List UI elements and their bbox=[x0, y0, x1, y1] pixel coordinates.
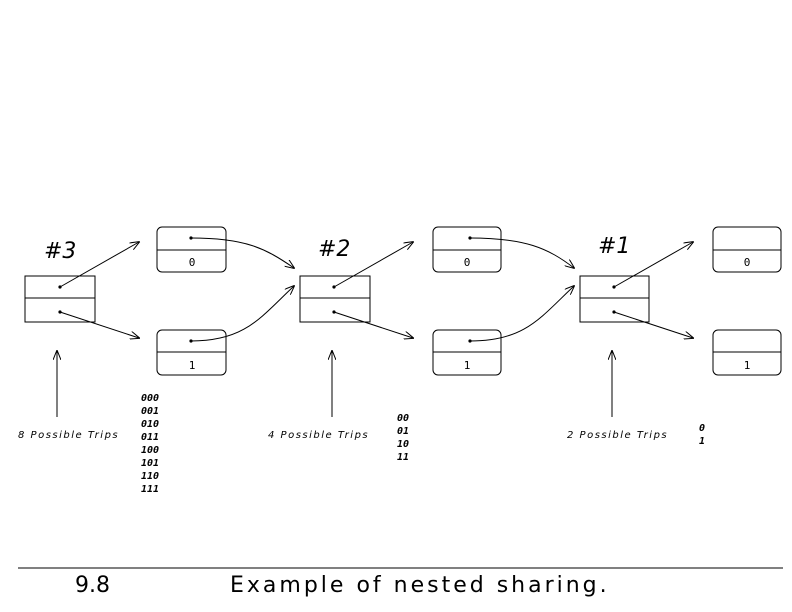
trip-code: 101 bbox=[141, 458, 159, 469]
footer: 9.8 Example of nested sharing. bbox=[18, 567, 783, 598]
top-node-2: 0 bbox=[432, 226, 502, 273]
source-box-2 bbox=[299, 275, 371, 323]
trip-code: 000 bbox=[141, 393, 159, 404]
arrow-to-top-2 bbox=[333, 242, 413, 288]
curve-bottom-to-1 bbox=[469, 286, 574, 342]
top-node-value-3: 0 bbox=[189, 256, 196, 269]
bottom-node-value-3: 1 bbox=[189, 359, 196, 372]
bottom-node-2: 1 bbox=[432, 329, 502, 376]
trip-code: 111 bbox=[141, 484, 159, 495]
trip-code: 01 bbox=[397, 426, 409, 437]
arrow-to-bottom-2 bbox=[333, 311, 413, 338]
arrow-to-top-1 bbox=[613, 242, 693, 288]
trip-codes-3: 000 001 010 011 100 101 110 111 bbox=[141, 393, 159, 495]
trip-code: 001 bbox=[141, 406, 159, 417]
trip-code: 110 bbox=[141, 471, 159, 482]
arrow-to-bottom-1 bbox=[613, 311, 693, 338]
trip-code: 10 bbox=[397, 439, 409, 450]
top-node-value-1: 0 bbox=[744, 256, 751, 269]
stage-marker-2: #2 bbox=[318, 237, 350, 262]
top-node-3: 0 bbox=[156, 226, 227, 273]
trip-code: 100 bbox=[141, 445, 159, 456]
trip-codes-2: 00 01 10 11 bbox=[397, 413, 409, 463]
trips-label-1: 2 Possible Trips bbox=[567, 430, 668, 441]
top-node-value-2: 0 bbox=[464, 256, 471, 269]
trip-code: 1 bbox=[699, 436, 705, 447]
stage-1: #1 0 1 2 Possible Trips 0 1 bbox=[567, 226, 782, 447]
trips-label-3: 8 Possible Trips bbox=[18, 430, 119, 441]
stage-3: #3 0 1 8 Possible Trips 000 001 bbox=[18, 226, 294, 495]
source-box-1 bbox=[579, 275, 650, 323]
figure-caption: Example of nested sharing. bbox=[230, 573, 610, 598]
bottom-node-value-1: 1 bbox=[744, 359, 751, 372]
curve-top-to-2 bbox=[190, 237, 294, 268]
trip-code: 0 bbox=[699, 423, 705, 434]
trip-code: 00 bbox=[397, 413, 409, 424]
figure-number: 9.8 bbox=[75, 573, 110, 598]
stage-marker-1: #1 bbox=[598, 234, 630, 259]
bottom-node-value-2: 1 bbox=[464, 359, 471, 372]
bottom-node-3: 1 bbox=[156, 329, 227, 376]
trips-label-2: 4 Possible Trips bbox=[268, 430, 369, 441]
source-box-3 bbox=[24, 275, 96, 323]
bottom-node-1: 1 bbox=[712, 329, 782, 376]
trip-codes-1: 0 1 bbox=[699, 423, 705, 447]
arrow-to-bottom-3 bbox=[59, 311, 139, 338]
curve-bottom-to-2 bbox=[190, 286, 294, 342]
trip-code: 11 bbox=[397, 452, 409, 463]
top-node-1: 0 bbox=[712, 226, 782, 273]
stage-2: #2 0 1 4 Possible Trips 00 01 bbox=[268, 226, 574, 463]
trip-code: 011 bbox=[141, 432, 159, 443]
stage-marker-3: #3 bbox=[44, 239, 76, 264]
trip-code: 010 bbox=[141, 419, 159, 430]
arrow-to-top-3 bbox=[59, 242, 139, 288]
curve-top-to-1 bbox=[469, 237, 574, 268]
